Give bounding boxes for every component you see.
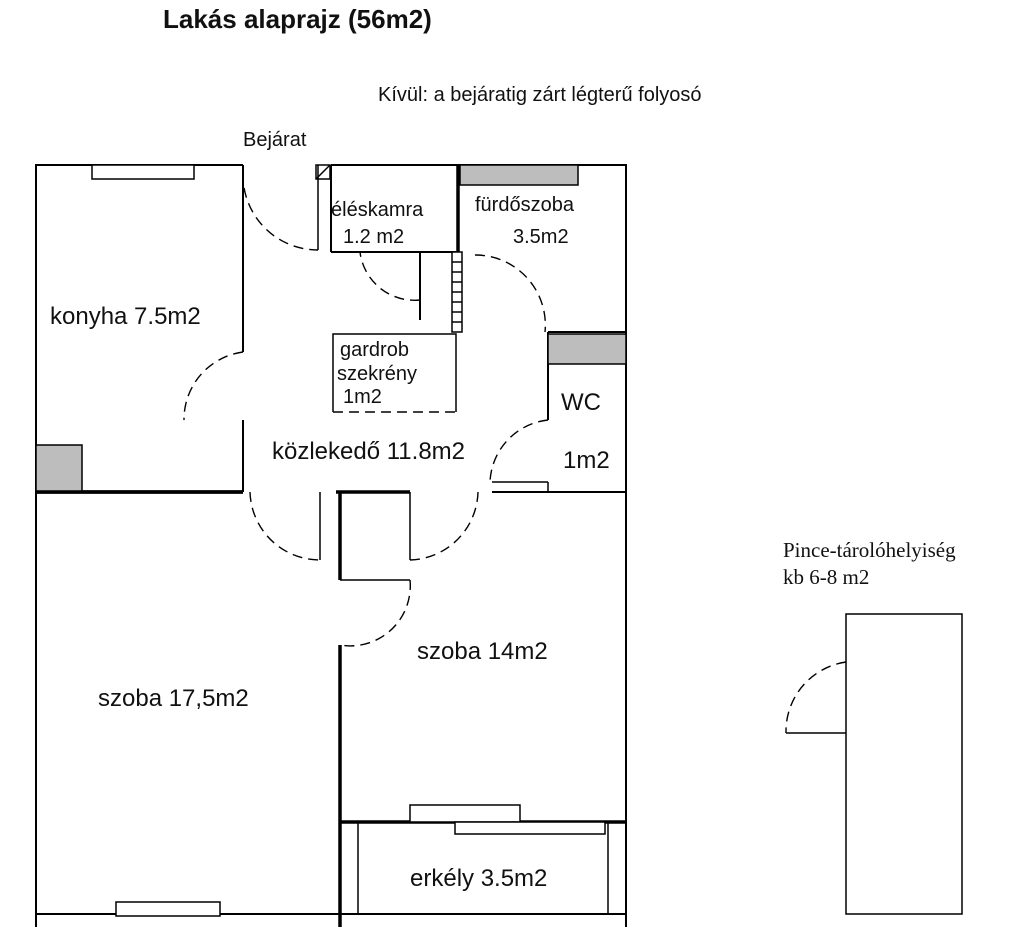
outer-walls [35,164,627,927]
large-room-door-swing [249,491,321,561]
large-room-window [115,901,221,917]
wc-door-swing [489,419,549,483]
lower-walls [36,490,411,927]
wardrobe-line3: 1m2 [343,386,382,408]
bathroom-walls [451,165,626,333]
bathroom-area: 3.5m2 [513,226,569,248]
wc-name: WC [561,389,601,416]
large-room-label: szoba 17,5m2 [98,685,249,712]
kitchen-window [91,164,195,180]
balcony-label: erkély 3.5m2 [410,865,547,892]
kitchen-door-swing [183,351,244,421]
kitchen-label: konyha 7.5m2 [50,303,201,330]
pantry-name: éléskamra [331,199,424,221]
wc-area: 1m2 [563,447,610,474]
bathtub [459,164,579,186]
wc-walls [492,332,626,493]
small-room-door-swing [339,579,411,647]
pantry-area: 1.2 m2 [343,226,404,248]
wardrobe-line2: szekrény [337,363,417,385]
page-title: Lakás alaprajz (56m2) [163,4,432,34]
hallway-double-door-swing [409,491,479,561]
pantry-door-swing [359,251,421,301]
cellar-walls [845,613,963,915]
cellar-label-line2: kb 6-8 m2 [783,565,869,589]
entrance-door-swing [242,171,319,251]
cellar-door-swing [785,661,847,734]
entrance-label: Bejárat [243,129,307,151]
wardrobe-line1: gardrob [340,339,409,361]
cellar-label-line1: Pince-tárolóhelyiség [783,538,956,562]
hallway-label: közlekedő 11.8m2 [272,438,465,465]
bathroom-door-swing [474,254,547,333]
kitchen-fixture [35,444,83,493]
balcony-window [454,821,606,835]
pantry-walls [330,165,456,320]
wc-fixture [547,333,627,365]
wardrobe [332,333,457,413]
outside-note: Kívül: a bejáratig zárt légterű folyosó [378,84,702,106]
small-room-label: szoba 14m2 [417,638,548,665]
balcony-door [409,804,521,823]
bathroom-name: fürdőszoba [475,194,575,216]
